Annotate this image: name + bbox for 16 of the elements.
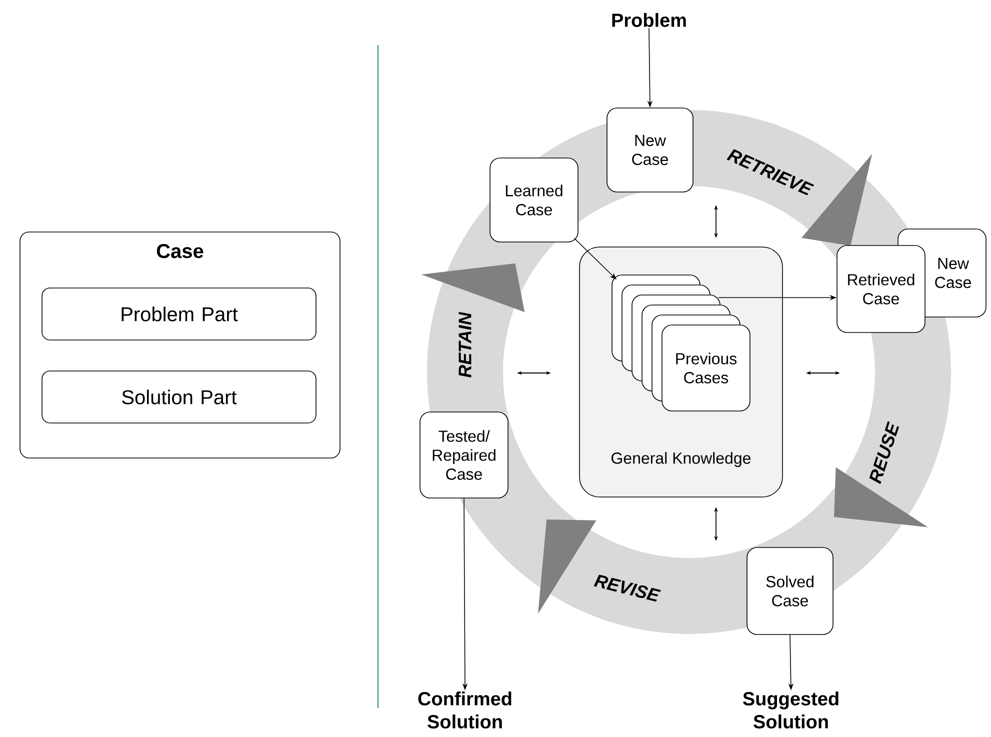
card-stack: Previous Cases: [612, 274, 750, 412]
part-box: Problem Part: [42, 288, 316, 340]
node-label: Cases: [684, 372, 728, 384]
case-card: New Case: [606, 108, 694, 192]
bare-text: Problem: [612, 13, 686, 27]
part-box: Solution Part: [42, 370, 316, 424]
bare-text: Confirmed Solution: [418, 692, 512, 728]
case-card: Retrieved Case: [836, 245, 926, 333]
case-card: Solved Case: [746, 547, 834, 635]
case-card: Tested/ Repaired Case: [420, 412, 508, 498]
node-label: New Case: [935, 258, 971, 288]
phase-label: RETAIN: [458, 312, 472, 378]
phase-label: REVISE: [594, 574, 661, 602]
bare-text: Suggested Solution: [743, 692, 838, 728]
phase-label: REUSE: [869, 421, 899, 484]
case-card: Learned Case: [490, 158, 578, 242]
